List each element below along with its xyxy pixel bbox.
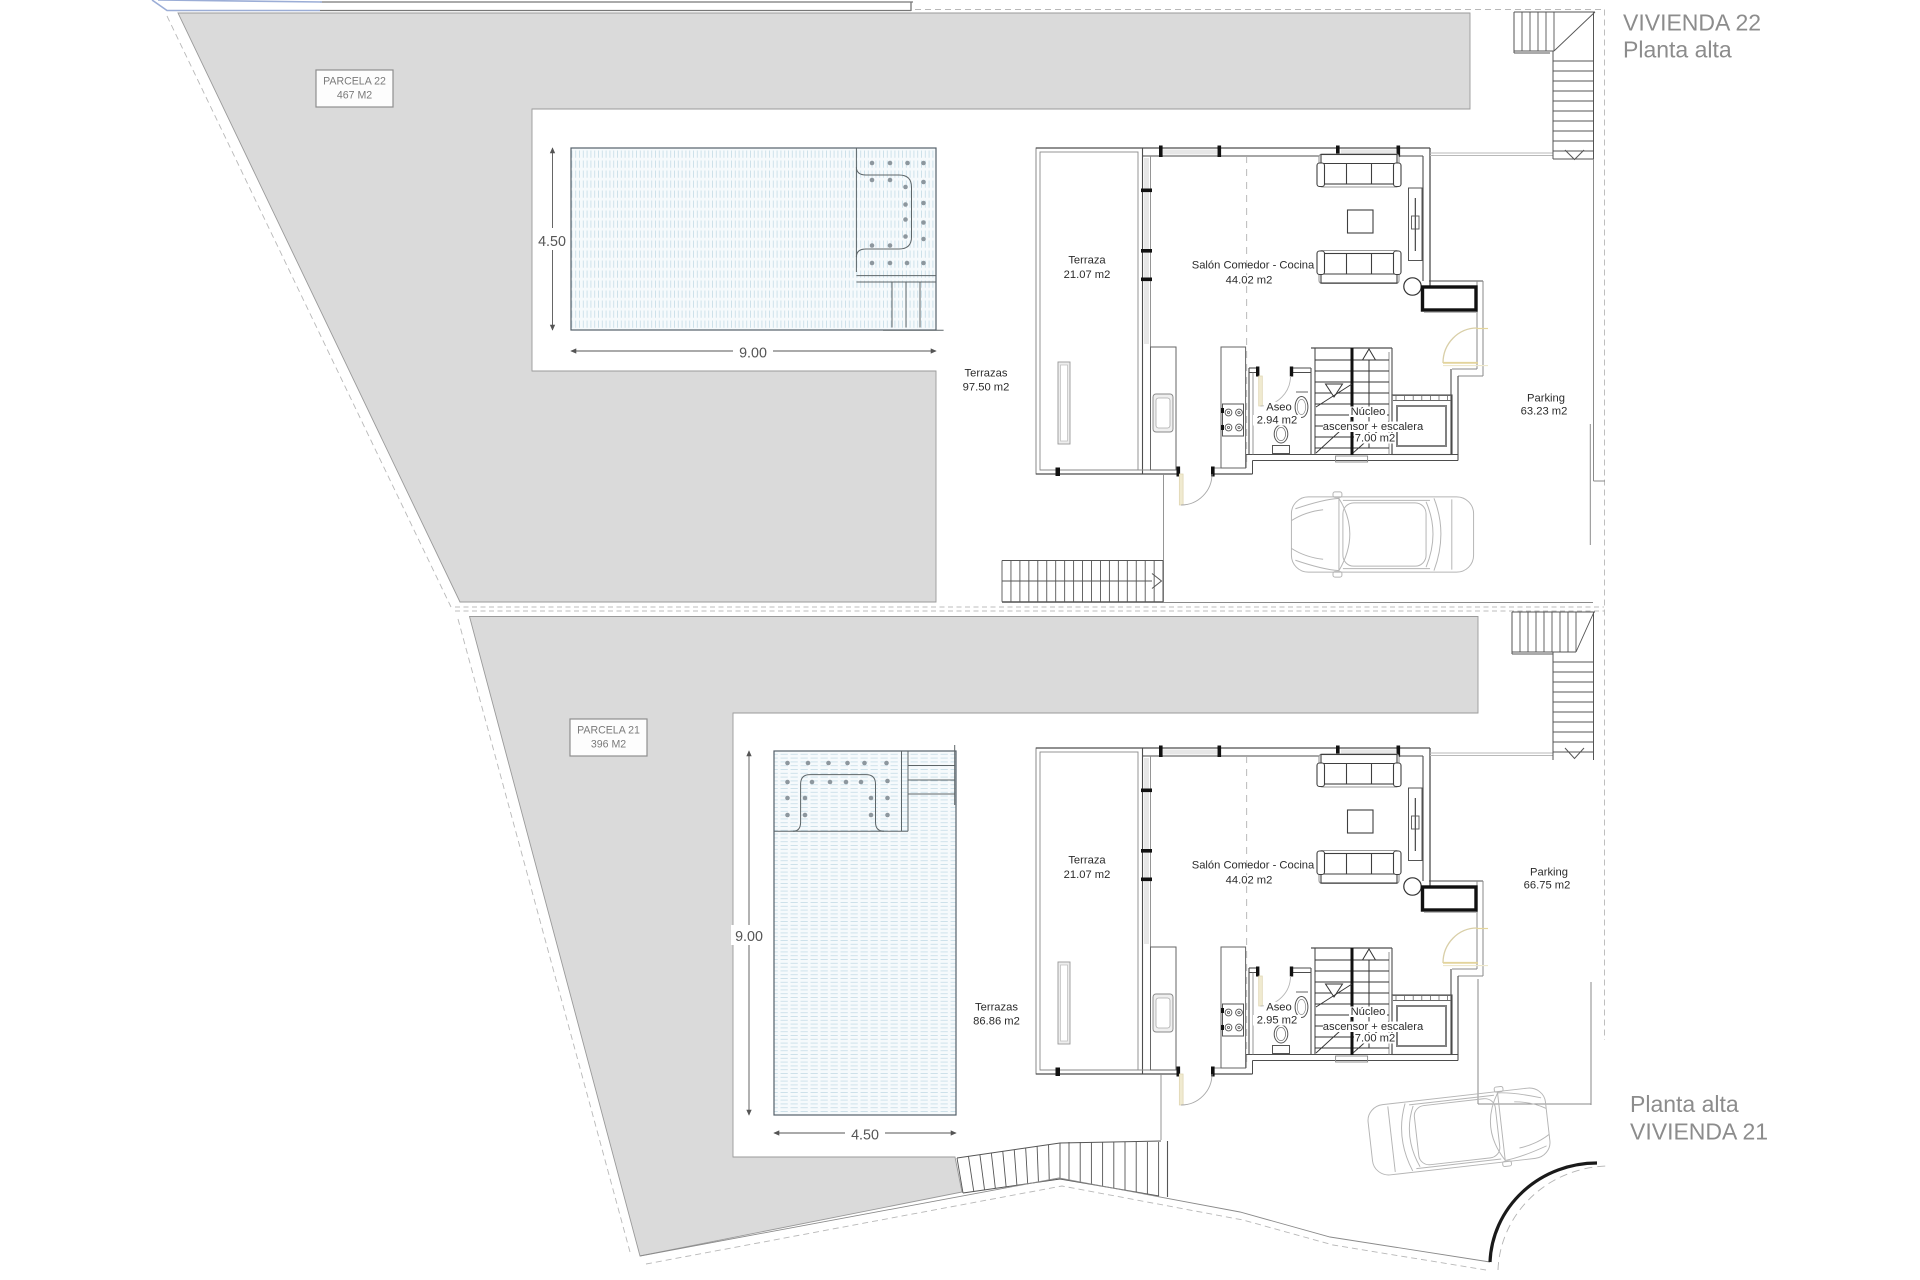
svg-text:97.50 m2: 97.50 m2 [963, 381, 1010, 393]
svg-text:44.02 m2: 44.02 m2 [1226, 875, 1273, 887]
svg-text:Aseo: Aseo [1266, 401, 1292, 413]
svg-text:ascensor + escalera: ascensor + escalera [1323, 421, 1424, 433]
svg-text:66.75 m2: 66.75 m2 [1524, 879, 1571, 891]
svg-text:PARCELA 22: PARCELA 22 [323, 75, 386, 87]
svg-text:467 M2: 467 M2 [337, 90, 372, 102]
svg-text:21.07 m2: 21.07 m2 [1064, 869, 1111, 881]
svg-text:21.07 m2: 21.07 m2 [1064, 269, 1111, 281]
svg-text:VIVIENDA 22: VIVIENDA 22 [1623, 10, 1761, 36]
svg-text:2.95 m2: 2.95 m2 [1257, 1015, 1297, 1027]
svg-text:Terraza: Terraza [1068, 855, 1106, 867]
svg-text:2.94 m2: 2.94 m2 [1257, 415, 1297, 427]
svg-text:Terrazas: Terrazas [965, 367, 1008, 379]
svg-text:4.50: 4.50 [538, 234, 566, 250]
svg-text:ascensor + escalera: ascensor + escalera [1323, 1021, 1424, 1033]
svg-text:Planta alta: Planta alta [1630, 1091, 1739, 1117]
svg-text:Núcleo: Núcleo [1351, 406, 1386, 418]
svg-text:396 M2: 396 M2 [591, 739, 626, 751]
svg-text:Aseo: Aseo [1266, 1001, 1292, 1013]
svg-text:9.00: 9.00 [735, 929, 763, 945]
svg-text:Planta alta: Planta alta [1623, 37, 1732, 63]
svg-text:Núcleo: Núcleo [1351, 1006, 1386, 1018]
svg-text:Terraza: Terraza [1068, 255, 1106, 267]
svg-text:4.50: 4.50 [851, 1128, 879, 1144]
svg-text:Parking: Parking [1530, 866, 1568, 878]
svg-text:44.02 m2: 44.02 m2 [1226, 275, 1273, 287]
svg-text:Terrazas: Terrazas [975, 1002, 1018, 1014]
svg-text:7.00 m2: 7.00 m2 [1355, 433, 1395, 445]
svg-text:7.00 m2: 7.00 m2 [1355, 1033, 1395, 1045]
svg-text:Parking: Parking [1527, 392, 1565, 404]
svg-text:9.00: 9.00 [739, 346, 767, 362]
svg-text:63.23 m2: 63.23 m2 [1521, 405, 1568, 417]
svg-text:VIVIENDA 21: VIVIENDA 21 [1630, 1119, 1768, 1145]
svg-text:86.86 m2: 86.86 m2 [973, 1016, 1020, 1028]
svg-text:Salón Comedor - Cocina: Salón Comedor - Cocina [1192, 260, 1315, 272]
svg-text:PARCELA 21: PARCELA 21 [577, 724, 640, 736]
svg-text:Salón Comedor - Cocina: Salón Comedor - Cocina [1192, 860, 1315, 872]
